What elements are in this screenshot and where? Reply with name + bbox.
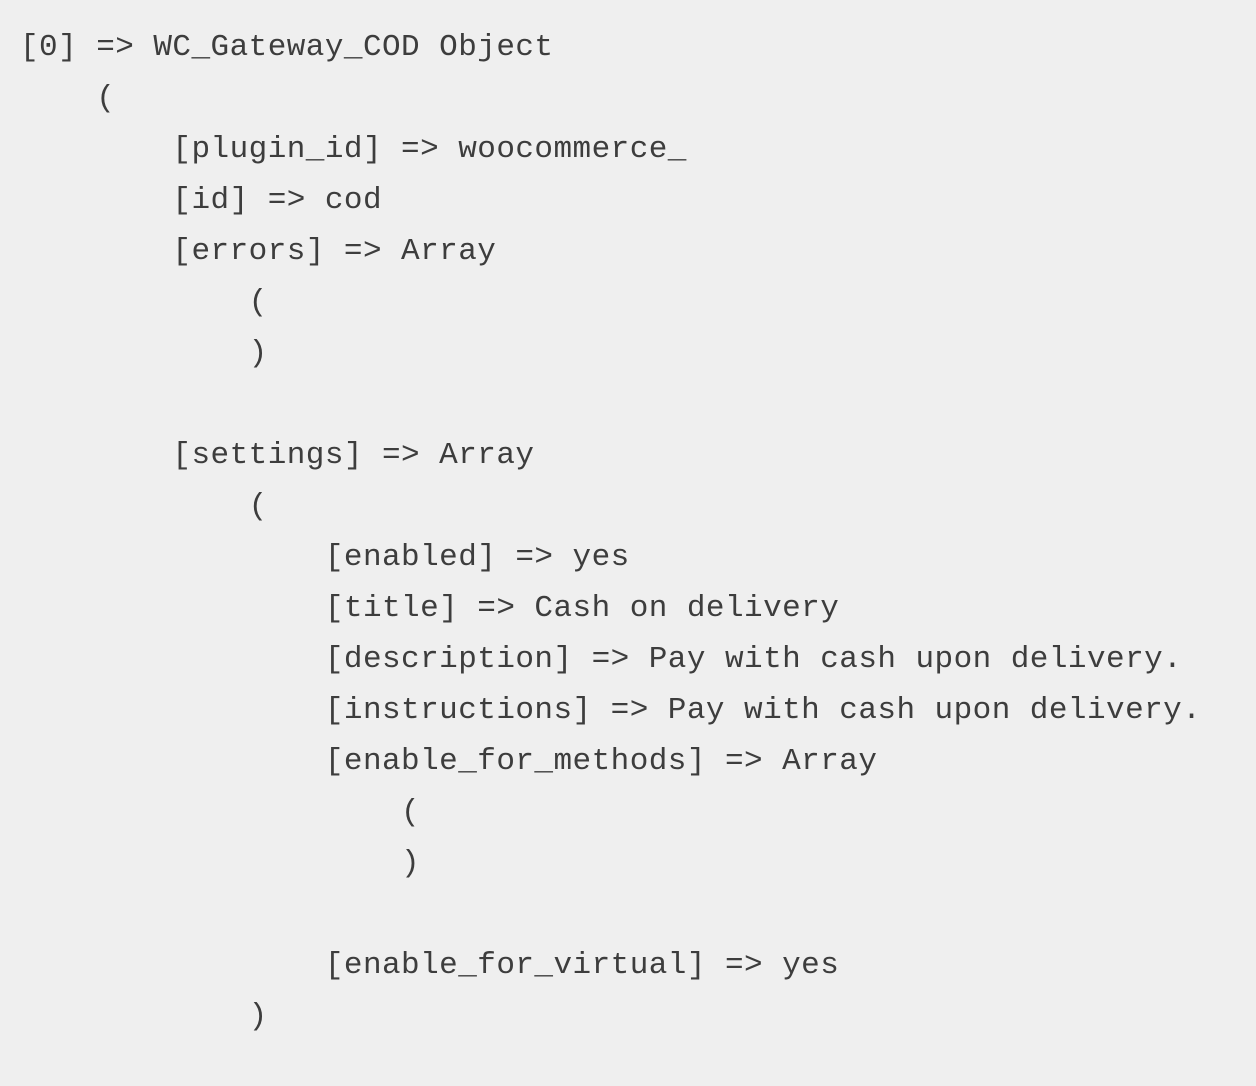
- code-line: [id] => cod: [20, 183, 383, 218]
- code-line: [0] => WC_Gateway_COD Object: [20, 30, 554, 65]
- code-line: [description] => Pay with cash upon deli…: [20, 642, 1183, 677]
- code-line-blank: [20, 889, 1201, 940]
- code-line: ): [20, 999, 268, 1034]
- code-line: ): [20, 846, 421, 881]
- code-line: [enable_for_methods] => Array: [20, 744, 878, 779]
- code-line: [errors] => Array: [20, 234, 497, 269]
- code-dump-block[interactable]: [0] => WC_Gateway_COD Object ( [plugin_i…: [20, 22, 1201, 1042]
- code-line: (: [20, 795, 421, 830]
- code-line: (: [20, 285, 268, 320]
- code-line: [plugin_id] => woocommerce_: [20, 132, 687, 167]
- code-line: [enable_for_virtual] => yes: [20, 948, 840, 983]
- code-line: [title] => Cash on delivery: [20, 591, 840, 626]
- code-line: (: [20, 489, 268, 524]
- code-line: [instructions] => Pay with cash upon del…: [20, 693, 1202, 728]
- code-line: [enabled] => yes: [20, 540, 630, 575]
- code-line-blank: [20, 379, 1201, 430]
- code-line: ): [20, 336, 268, 371]
- code-line: (: [20, 81, 116, 116]
- code-line: [settings] => Array: [20, 438, 535, 473]
